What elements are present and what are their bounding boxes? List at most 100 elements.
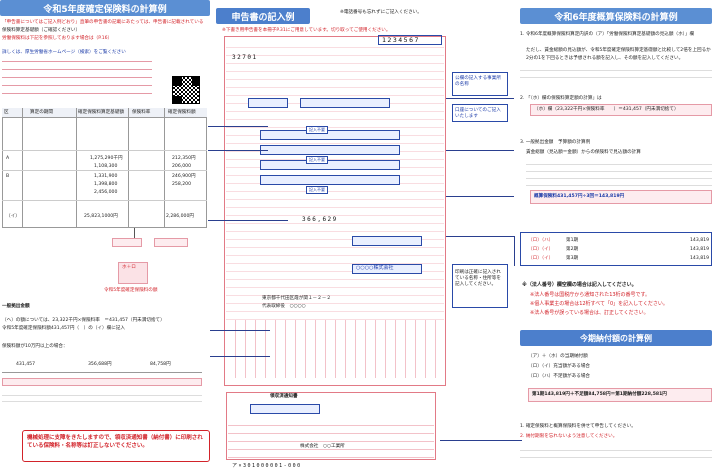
left-url-note: 詳しくは、厚生労働省ホームページ（検索）をご覧ください: [2, 50, 126, 55]
form-number: 1234567: [382, 36, 420, 44]
installment-amount: 143,819: [690, 256, 709, 261]
right-item-3b: 賃金総額（見込額＝金額）からの保険料で見込額の計算: [526, 150, 641, 155]
pay-total: 第1期143,819円＋不足額84,758円＝第1期納付額228,581円: [532, 392, 667, 397]
tax-text-rows: [2, 390, 202, 406]
slip-title: 領収済通知書: [270, 394, 298, 399]
middle-title: 申告書の記入例: [216, 8, 310, 24]
form-block-a: [248, 98, 288, 108]
pay-line-3: （ロ）（ハ）不足額がある場合: [528, 374, 591, 379]
slip-grid: [228, 418, 434, 458]
left-intro-3: 労働保険料は下記を参照しております場合は（P.16）: [2, 36, 113, 41]
form-block-b: [300, 98, 390, 108]
table-row-label: B: [6, 174, 10, 179]
tax-value-2: 356,688円: [88, 362, 112, 367]
form-rep: 代表取締役 ○○○○: [262, 304, 306, 309]
form-block-f: [260, 175, 400, 185]
table-total-base: 25,823,1000円: [84, 214, 118, 219]
form-company-stamp: ○○○○株式会社: [356, 265, 394, 271]
connector-line: [210, 356, 270, 357]
form-bottom-table: [226, 320, 444, 378]
form-number-box: [378, 35, 442, 45]
slip-company: 株式会社 ○○工業所: [300, 444, 345, 449]
left-result-box-a: [112, 238, 142, 247]
table-row-amount: 206,000: [172, 164, 191, 169]
right-text-rows: [520, 64, 712, 78]
table-row-amount: 258,200: [172, 182, 191, 187]
right-title: 令和6年度概算保険料の計算例: [520, 8, 712, 24]
corp-title: ※（法人番号）欄空欄の場合は記入してください。: [522, 282, 637, 288]
side-note-box: [452, 72, 508, 96]
form-block-g: [352, 236, 422, 246]
qr-code-icon: [172, 76, 200, 104]
connector-line: [208, 126, 268, 127]
left-title: 令和5年度確定保険料の計算例: [0, 0, 210, 16]
left-table-header-row: [2, 108, 207, 118]
left-red-line-e: [2, 90, 152, 94]
left-red-line-a: [2, 58, 152, 62]
table-row-base: 1,275,290千円: [90, 156, 123, 161]
pay-line-1: （ア）＋（ホ）の当期納付額: [528, 354, 588, 359]
table-total-label: （イ）: [6, 214, 20, 219]
table-row-divider: [2, 200, 207, 201]
right-item-3: 3. 一般拠出金額 予算額の計算例: [520, 140, 591, 145]
right-item-2: 2. 「（ホ）欄の保険料算定額の計算」は: [520, 96, 602, 101]
table-head-3: 確定保険料算定基礎額: [78, 110, 124, 115]
corp-line-1: ※法人番号は国税庁から通知された13桁の番号です。: [530, 292, 651, 298]
tax-value-1: 431,457: [16, 362, 35, 367]
connector-line: [446, 196, 514, 197]
table-head-5: 確定保険料額: [168, 110, 196, 115]
corp-line-2: ※個人事業主の場合は12桁すべて「0」を記入してください。: [530, 301, 668, 307]
right-note-box: [452, 264, 508, 308]
pay-line-2: （ロ）（イ）充当額がある場合: [528, 364, 591, 369]
table-col-line-c: [128, 108, 129, 228]
general-note-title: 一般拠出金額: [2, 304, 30, 309]
form-side-note-2: 口座についてのご記入いたします: [455, 108, 501, 120]
calc-2: 概算保険料431,457円÷3回＝143,819円: [534, 194, 625, 199]
left-result-box-b: [154, 238, 188, 247]
table-col-line-b: [76, 108, 77, 228]
left-result-box: ホ＋ロ: [118, 262, 148, 284]
table-head-0: 区: [4, 110, 9, 115]
result-box-label: ホ＋ロ: [122, 265, 136, 270]
table-col-line-d: [164, 108, 165, 228]
connector-line: [208, 150, 268, 151]
right-item-1: 1. 令和6年度概算保険料算定内訳の（ア）「労働保険料算定基礎額の見込額（ホ）」…: [520, 32, 695, 37]
form-side-note-1: 公欄の記入する事業所の名称: [455, 76, 501, 88]
table-total-amount: 2,286,000円: [166, 214, 194, 219]
pay-title: 今期納付額の計算例: [520, 330, 712, 346]
middle-top-note-2: ※下書き用申告書を本冊子P.31にご用意しています。切り取ってご使用ください。: [222, 28, 391, 33]
form-block-d: [260, 145, 400, 155]
left-red-line-b: [2, 66, 152, 70]
form-block-c: [260, 130, 400, 140]
foot-line-2: 2. 納付期限を忘れないよう注意してください。: [520, 434, 618, 439]
field-tag-2: 記入不要: [306, 156, 328, 164]
installment-term: 第2期: [566, 247, 579, 252]
calc-1: （ホ）欄（23,322千円×保険料率 ）＝431,457（円未満切捨て）: [534, 107, 679, 112]
left-intro-2: 保険料算定基礎額（ご確認ください）: [2, 28, 81, 33]
side-note-box-2: [452, 104, 508, 122]
connector-line: [440, 440, 522, 441]
installment-amount: 143,819: [690, 238, 709, 243]
general-note-2: 令和5年度確定保険料額431,457円（ ）の（イ）欄に記入: [2, 326, 125, 331]
table-row-base: 2,456,000: [94, 190, 118, 195]
tax-title: 保険料額が10万円以上の場合：: [2, 344, 68, 349]
table-row-base: 1,398,800: [94, 182, 118, 187]
table-col-line-a: [22, 108, 23, 228]
left-red-line-c: [2, 74, 152, 78]
field-tag-3: 記入不要: [306, 186, 328, 194]
foot-text-rows: [520, 444, 712, 464]
middle-top-note-1: ※電話番号も忘れずにご記入ください。: [340, 10, 422, 15]
left-calc-table: [2, 108, 207, 228]
connector-line: [446, 150, 514, 151]
table-head-4: 保険料率: [132, 110, 151, 115]
installment-term: 第3期: [566, 256, 579, 261]
field-tag-1: 記入不要: [306, 126, 328, 134]
tax-underline: [2, 372, 202, 373]
general-note: （ヘ）の額については、23,322千円×保険料率 ＝431,457（円未満切捨て…: [2, 318, 165, 323]
right-item-1c: 2分の1を下回るときは予想される額を記入し、その額を記入してください。: [526, 56, 684, 61]
left-bottom-note-text: 機械処理に支障をきたしますので、領収済通知書（納付書）に印刷されている保険料・名…: [27, 435, 203, 449]
installment-label: （ロ）（ハ）: [528, 238, 554, 243]
connector-line: [210, 330, 270, 331]
foot-line-1: 1. 確定保険料と概算保険料を併せて申告してください。: [520, 424, 636, 429]
connector-line: [446, 236, 514, 237]
